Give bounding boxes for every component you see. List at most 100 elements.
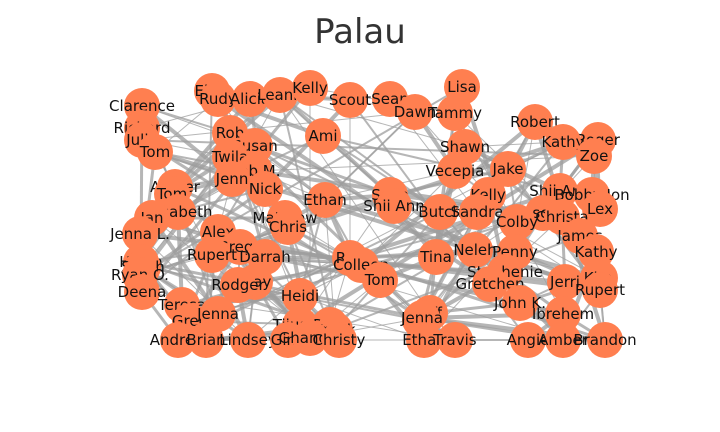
graph-edge: [141, 111, 416, 141]
node-label: Kathy: [541, 133, 584, 151]
node-circle: [230, 322, 266, 358]
node-label: Scout: [329, 91, 371, 109]
node-label: Jenn: [215, 170, 249, 188]
node-circle: [362, 262, 398, 298]
graph-node: Brian: [186, 322, 226, 358]
graph-node: Jenna L.: [109, 216, 170, 252]
node-label: Jenna L.: [109, 225, 170, 243]
node-label: Chris: [269, 218, 307, 236]
graph-node: Lindsey: [219, 322, 277, 358]
node-circle: [472, 266, 508, 302]
node-circle: [578, 234, 614, 270]
node-label: Rupert: [575, 281, 625, 299]
node-circle: [232, 81, 268, 117]
graph-node: Ami: [305, 118, 341, 154]
graph-edge: [142, 266, 421, 321]
node-label: Alicia: [230, 90, 270, 108]
node-circle: [321, 322, 357, 358]
node-circle: [459, 194, 495, 230]
graph-node: Scout: [329, 82, 371, 118]
graph-edge: [279, 94, 336, 331]
node-label: Kathy: [574, 243, 617, 261]
node-label: Brian: [186, 331, 225, 349]
graph-node: Rodger: [211, 267, 266, 303]
node-circle: [376, 188, 412, 224]
graph-node: John K.: [493, 285, 546, 321]
node-label: Travis: [432, 331, 476, 349]
graph-node: Ibrehem: [532, 296, 594, 332]
node-circle: [397, 94, 433, 130]
graph-node: Gretchen: [455, 266, 525, 302]
node-label: Neleh: [453, 241, 496, 259]
node-circle: [517, 104, 553, 140]
node-label: Jerri: [549, 273, 580, 291]
node-label: Jenna: [400, 309, 443, 327]
node-circle: [582, 191, 618, 227]
graph-node: Tina: [418, 239, 454, 275]
graph-edge: [299, 295, 425, 341]
node-circle: [160, 322, 196, 358]
node-label: Shii Ann: [363, 197, 424, 215]
node-label: Ethan: [402, 331, 446, 349]
node-label: Twila: [211, 148, 248, 166]
graph-node: Rupert: [187, 237, 237, 273]
node-label: Dawn: [394, 103, 437, 121]
graph-node: Leann: [257, 77, 303, 113]
graph-node: Tammy: [427, 95, 482, 131]
node-label: Butch: [418, 203, 461, 221]
node-label: Zoe: [580, 147, 609, 165]
node-label: Christy: [313, 331, 366, 349]
node-label: Tammy: [427, 104, 482, 122]
node-circle: [292, 70, 328, 106]
graph-node: Rudy: [199, 81, 237, 117]
graph-node: Robert: [510, 104, 560, 140]
graph-edge: [140, 260, 423, 320]
node-label: Lex: [587, 200, 613, 218]
node-label: Amber: [538, 331, 589, 349]
graph-node: Kathy: [541, 124, 585, 160]
node-circle: [188, 322, 224, 358]
node-circle: [262, 77, 298, 113]
node-label: Nick: [249, 180, 282, 198]
node-circle: [437, 322, 473, 358]
node-circle: [587, 322, 623, 358]
node-circle: [124, 274, 160, 310]
graph-node: Jake: [490, 151, 526, 187]
graph-node: Chris: [269, 209, 307, 245]
node-circle: [292, 320, 328, 356]
graph-node: Butch: [418, 194, 462, 230]
node-label: Rodger: [211, 276, 265, 294]
graph-node: Rupert: [575, 272, 625, 308]
node-circle: [576, 138, 612, 174]
node-label: Robert: [510, 113, 560, 131]
graph-node: Sandra: [450, 194, 504, 230]
node-circle: [270, 209, 306, 245]
graph-node: Angie: [507, 322, 550, 358]
graph-node: Shii Ann: [363, 188, 425, 224]
node-label: Leann: [257, 86, 303, 104]
node-circle: [282, 278, 318, 314]
node-label: Heidi: [281, 287, 319, 305]
node-label: Lindsey: [219, 331, 277, 349]
node-circle: [582, 272, 618, 308]
node-circle: [220, 267, 256, 303]
node-label: Angie: [507, 331, 550, 349]
graph-node: Heidi: [281, 278, 319, 314]
graph-node: Alicia: [230, 81, 270, 117]
graph-node: Darrah: [239, 239, 291, 275]
graph-node: Kathy: [574, 234, 618, 270]
graph-edge: [476, 211, 601, 279]
graph-node: Amber: [538, 322, 589, 358]
node-circle: [545, 124, 581, 160]
graph-node: Colby: [496, 204, 538, 240]
graph-node: Kelly: [292, 70, 328, 106]
node-layer: ClarenceElizaRudyAliciaLeannKellyScoutSe…: [109, 69, 637, 358]
graph-node: Christy: [313, 322, 366, 358]
node-label: Vecepia: [426, 162, 485, 180]
node-label: Lisa: [447, 78, 477, 96]
node-label: Ami: [308, 127, 337, 145]
node-label: Ibrehem: [532, 305, 594, 323]
node-label: Shawn: [440, 138, 490, 156]
node-label: Brandon: [573, 331, 636, 349]
